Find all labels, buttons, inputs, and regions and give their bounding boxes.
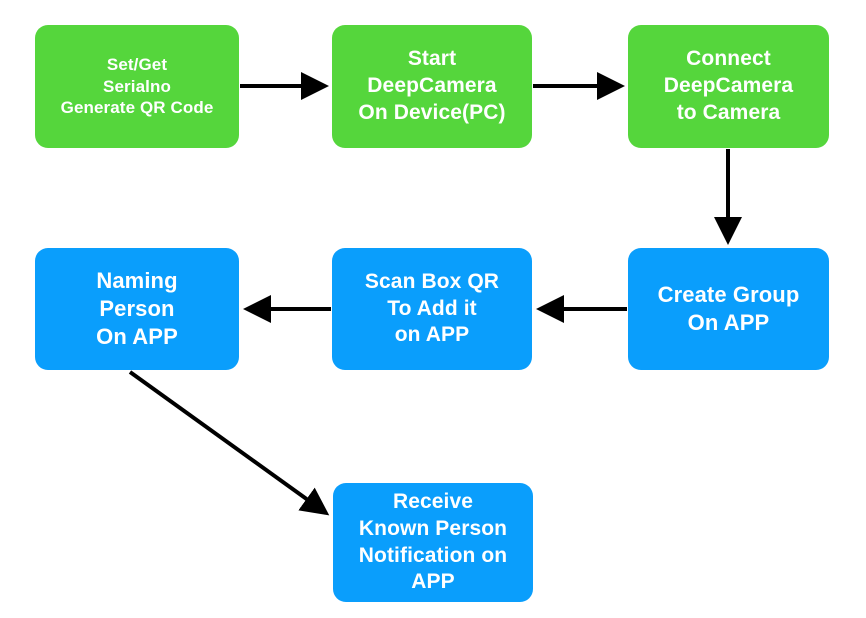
node-label-create-group-on-app: Create Group On APP [657,281,800,335]
node-label-receive-known-person-notification-on-app: Receive Known Person Notification on APP [358,489,508,594]
node-label-naming-person-on-app: Naming Person On APP [96,267,178,350]
arrow-edge-naming-to-receive-notification [128,370,330,516]
node-label-set-get-serialno: Set/Get Serialno Generate QR Code [60,54,214,118]
node-receive-known-person-notification-on-app[interactable]: Receive Known Person Notification on APP [333,483,533,602]
node-label-connect-deepcamera-to-camera: Connect DeepCamera to Camera [663,47,794,124]
node-label-scan-box-qr-to-add-it-on-app: Scan Box QR To Add it on APP [364,269,500,347]
node-create-group-on-app[interactable]: Create Group On APP [628,248,829,370]
node-scan-box-qr-to-add-it-on-app[interactable]: Scan Box QR To Add it on APP [332,248,532,370]
node-connect-deepcamera-to-camera[interactable]: Connect DeepCamera to Camera [628,25,829,148]
node-start-deepcamera-on-device[interactable]: Start DeepCamera On Device(PC) [332,25,532,148]
node-label-start-deepcamera-on-device: Start DeepCamera On Device(PC) [358,47,506,124]
node-naming-person-on-app[interactable]: Naming Person On APP [35,248,239,370]
node-set-get-serialno[interactable]: Set/Get Serialno Generate QR Code [35,25,239,148]
